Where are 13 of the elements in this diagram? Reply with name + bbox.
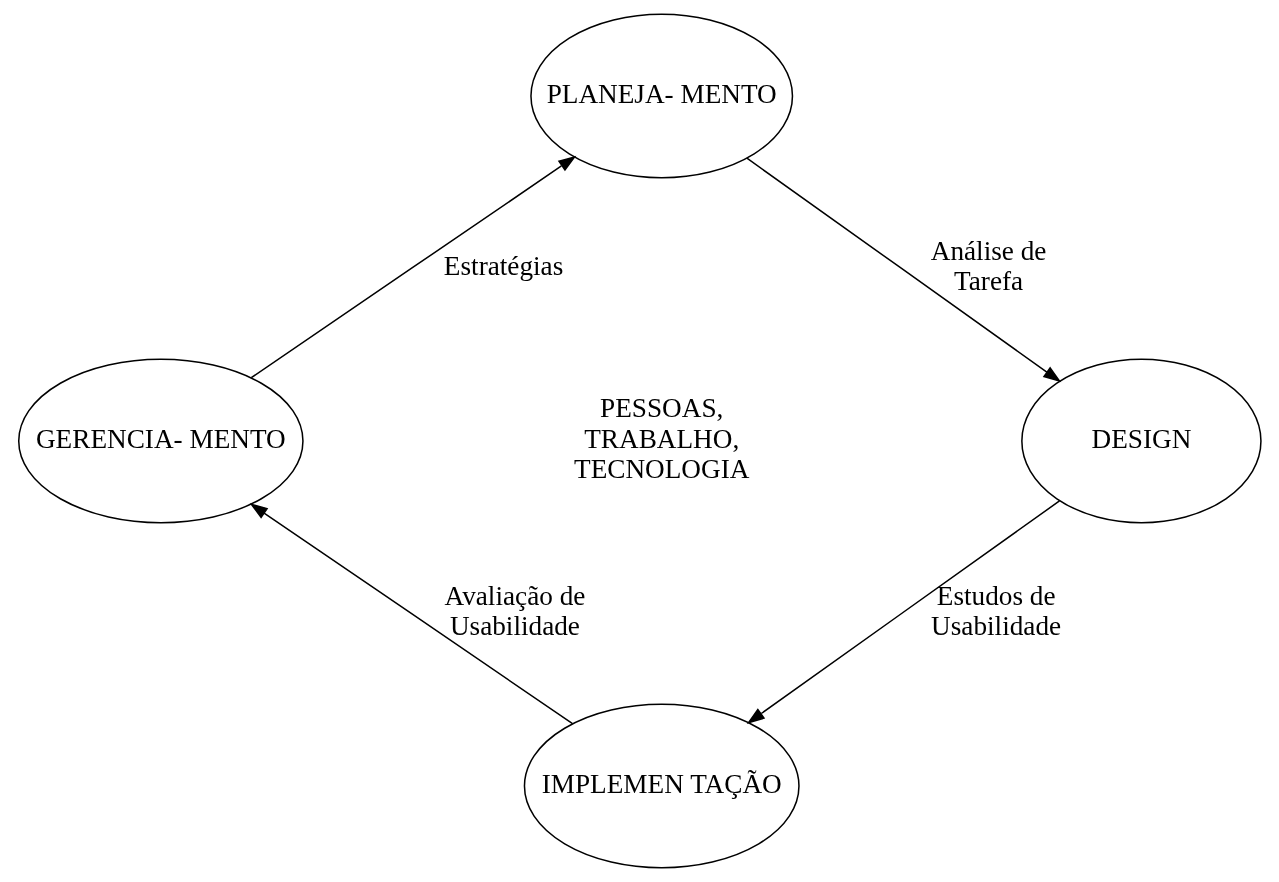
arrow (746, 500, 1060, 724)
arrow (745, 157, 1061, 383)
node-ellipse: DESIGN (1020, 358, 1262, 524)
edge-label: Estudos de Usabilidade (930, 581, 1061, 642)
node-ellipse: GERENCIA- MENTO (17, 358, 304, 524)
edge-label: Avaliação de Usabilidade (444, 581, 585, 642)
edge-label: Estratégias (443, 251, 563, 282)
label: PESSOAS, TRABALHO, TECNOLOGIA (573, 393, 749, 484)
edge-label: Análise de Tarefa (930, 236, 1046, 297)
node-ellipse: IMPLEMEN TAÇÃO (523, 703, 800, 869)
arrow (250, 155, 576, 379)
arrow (249, 503, 573, 725)
node-ellipse: PLANEJA- MENTO (529, 13, 793, 179)
